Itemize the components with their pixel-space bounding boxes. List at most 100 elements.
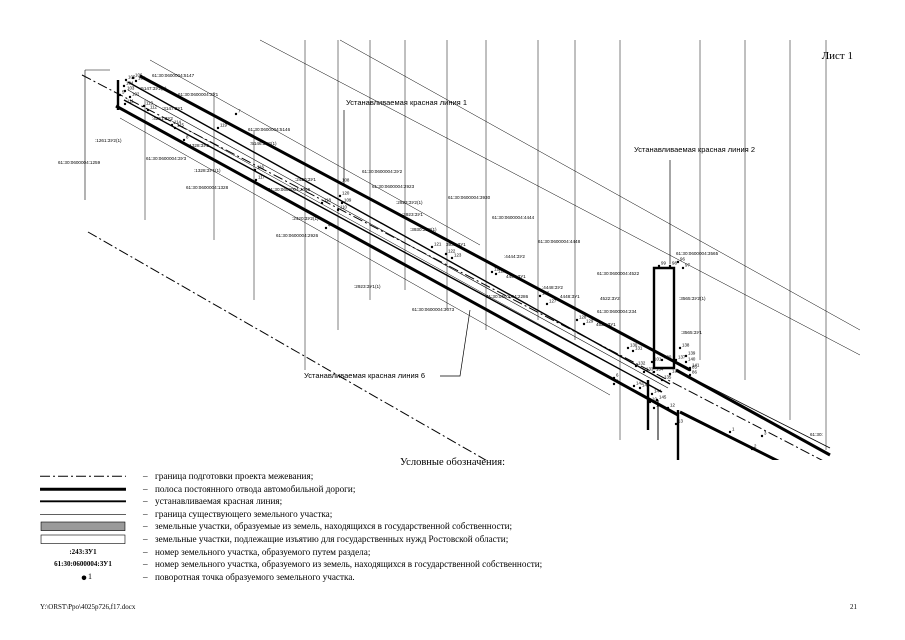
parcel-number: :4251:ЗУ2: [152, 116, 173, 121]
turning-point-dot: [182, 138, 186, 142]
parcel-number: :3565:ЗУ2(1): [679, 296, 706, 301]
legend-text: поворотная точка образуемого земельного …: [155, 571, 355, 582]
turning-point-label: 114: [174, 120, 182, 125]
parcel-boundary-lines: [144, 40, 827, 450]
turning-point-label: 120: [342, 191, 350, 196]
parcel-labels: 61:30:0600004:5147 :5147:ЗУ2(2) 61:30:0600…: [58, 73, 823, 437]
turning-point-dot: [626, 346, 630, 350]
turning-point-dot: [234, 112, 238, 116]
turning-point-label: 11: [656, 403, 661, 408]
parcel-number: 61:30:0600004:1259: [58, 160, 101, 165]
turning-point-label: 10: [652, 397, 657, 402]
turning-point-dot: [122, 84, 126, 88]
turning-point-label: 132: [638, 361, 646, 366]
parcel-number: :5147:ЗУ2(2): [140, 86, 167, 91]
turning-point-label: 99: [661, 261, 666, 266]
parcel-number: :4444:ЗУ2: [504, 254, 525, 259]
turning-point-label: 117: [258, 175, 266, 180]
turning-point-dot: [642, 370, 646, 374]
turning-point-label: 145: [659, 395, 667, 400]
red-line-inner-2: [123, 99, 663, 393]
parcel-number: :3923:ЗУ1: [402, 212, 423, 217]
turning-point-label: 126: [542, 291, 550, 296]
turning-point-label: 124: [494, 267, 502, 272]
turning-point-dot: [336, 208, 340, 212]
thin-diagonal: [339, 39, 861, 331]
legend-text: земельные участки, подлежащие изъятию дл…: [155, 533, 509, 544]
turning-point-dot: [582, 322, 586, 326]
turning-point-dot: [173, 126, 177, 130]
turning-point-label: 3: [764, 431, 767, 436]
legend-row-road-strip: – полоса постоянного отвода автомобильно…: [40, 483, 680, 496]
turning-point-dot: [678, 346, 682, 350]
turning-point-dot: [253, 168, 257, 172]
turning-point-dot: [490, 270, 494, 274]
turning-point-label: 141: [692, 363, 700, 368]
parcel-number: :2923:ЗУ1(1): [354, 284, 381, 289]
turning-point-dot: [123, 89, 127, 93]
point-symbol: [81, 575, 87, 580]
road-strip-lower: [115, 104, 679, 417]
turning-point-label: 123: [454, 253, 462, 258]
turning-point-label: 6: [616, 373, 619, 378]
turning-point-label: 131: [635, 346, 643, 351]
parcel-number: 4444:ЗУ1: [506, 274, 526, 279]
turning-point-dot: [320, 201, 324, 205]
legend-row-division-number: :243:ЗУ1 – номер земельного участка, обр…: [40, 546, 680, 559]
turning-point-label: 136: [672, 369, 680, 374]
turning-point-dot: [760, 434, 764, 438]
legend-row-seized-parcels: – земельные участки, подлежащие изъятию …: [40, 533, 680, 546]
turning-point-dot: [688, 373, 692, 377]
turning-point-dot: [142, 104, 146, 108]
turning-point-dot: [444, 252, 448, 256]
turning-point-dot: [338, 194, 342, 198]
turning-point-dot: [146, 108, 150, 112]
turning-point-label: 142: [636, 381, 644, 386]
white-box-symbol: [40, 534, 126, 544]
turning-point-label: 1: [732, 427, 735, 432]
division-number-sample: :243:ЗУ1: [69, 547, 97, 556]
parcel-number: 61:30:0600004:3930: [448, 195, 491, 200]
parcel-number: 4522:ЗУ1: [596, 322, 616, 327]
turning-point-dot: [324, 226, 328, 230]
legend-text: граница существующего земельного участка…: [155, 508, 333, 519]
parcel-rectangle-3565: [652, 266, 676, 370]
turning-point-dot: [750, 447, 754, 451]
turning-point-dot: [338, 181, 342, 185]
parcel-number: :5146:ЗУ2(1): [250, 141, 277, 146]
turning-point-dot: [684, 360, 688, 364]
parcel-number: 61:30:0600004:2286: [486, 294, 529, 299]
parcel-number: :1328:ЗУ2: [188, 143, 209, 148]
turning-point-dot: [684, 354, 688, 358]
turning-point-dot: [681, 266, 685, 270]
turning-point-label: 100: [664, 355, 672, 360]
turning-point-dot: [631, 349, 635, 353]
parcel-number: 61:30:0600004:5147: [152, 73, 195, 78]
turning-point-dot: [128, 95, 132, 99]
turning-point-dot: [688, 368, 692, 372]
turning-point-label: 121: [434, 242, 442, 247]
project-boundary-lower: [87, 231, 487, 460]
turning-point-label: 98: [672, 261, 677, 266]
turning-point-label: 113: [146, 101, 154, 106]
turning-point-label: 125: [498, 269, 506, 274]
thin-diagonal: [149, 59, 481, 246]
leader-red-line-6: [440, 309, 471, 377]
turning-point-label: 116: [257, 165, 265, 170]
parcel-number: 61:30:0600004:3565: [676, 251, 719, 256]
file-path: Y:\ORST\Ppo\4025p726,f17.docx: [40, 603, 136, 611]
turning-point-dot: [660, 378, 664, 382]
turning-point-label: 140: [688, 357, 696, 362]
turning-point-dot: [170, 123, 174, 127]
turning-point-label: 101: [654, 357, 662, 362]
legend-text: устанавливаемая красная линия;: [155, 496, 283, 507]
turning-point-label: 104: [126, 81, 134, 86]
parcel-number: 61:30:0600004:2923: [372, 184, 415, 189]
parcel-number: :1328:ЗУ1(1): [194, 168, 221, 173]
turning-point-label: 96: [680, 257, 685, 262]
turning-point-label: 85: [692, 365, 697, 370]
parcel-number: :3930:ЗУ2(1): [410, 227, 437, 232]
turning-point-dot: [728, 430, 732, 434]
turning-point-dot: [657, 264, 661, 268]
